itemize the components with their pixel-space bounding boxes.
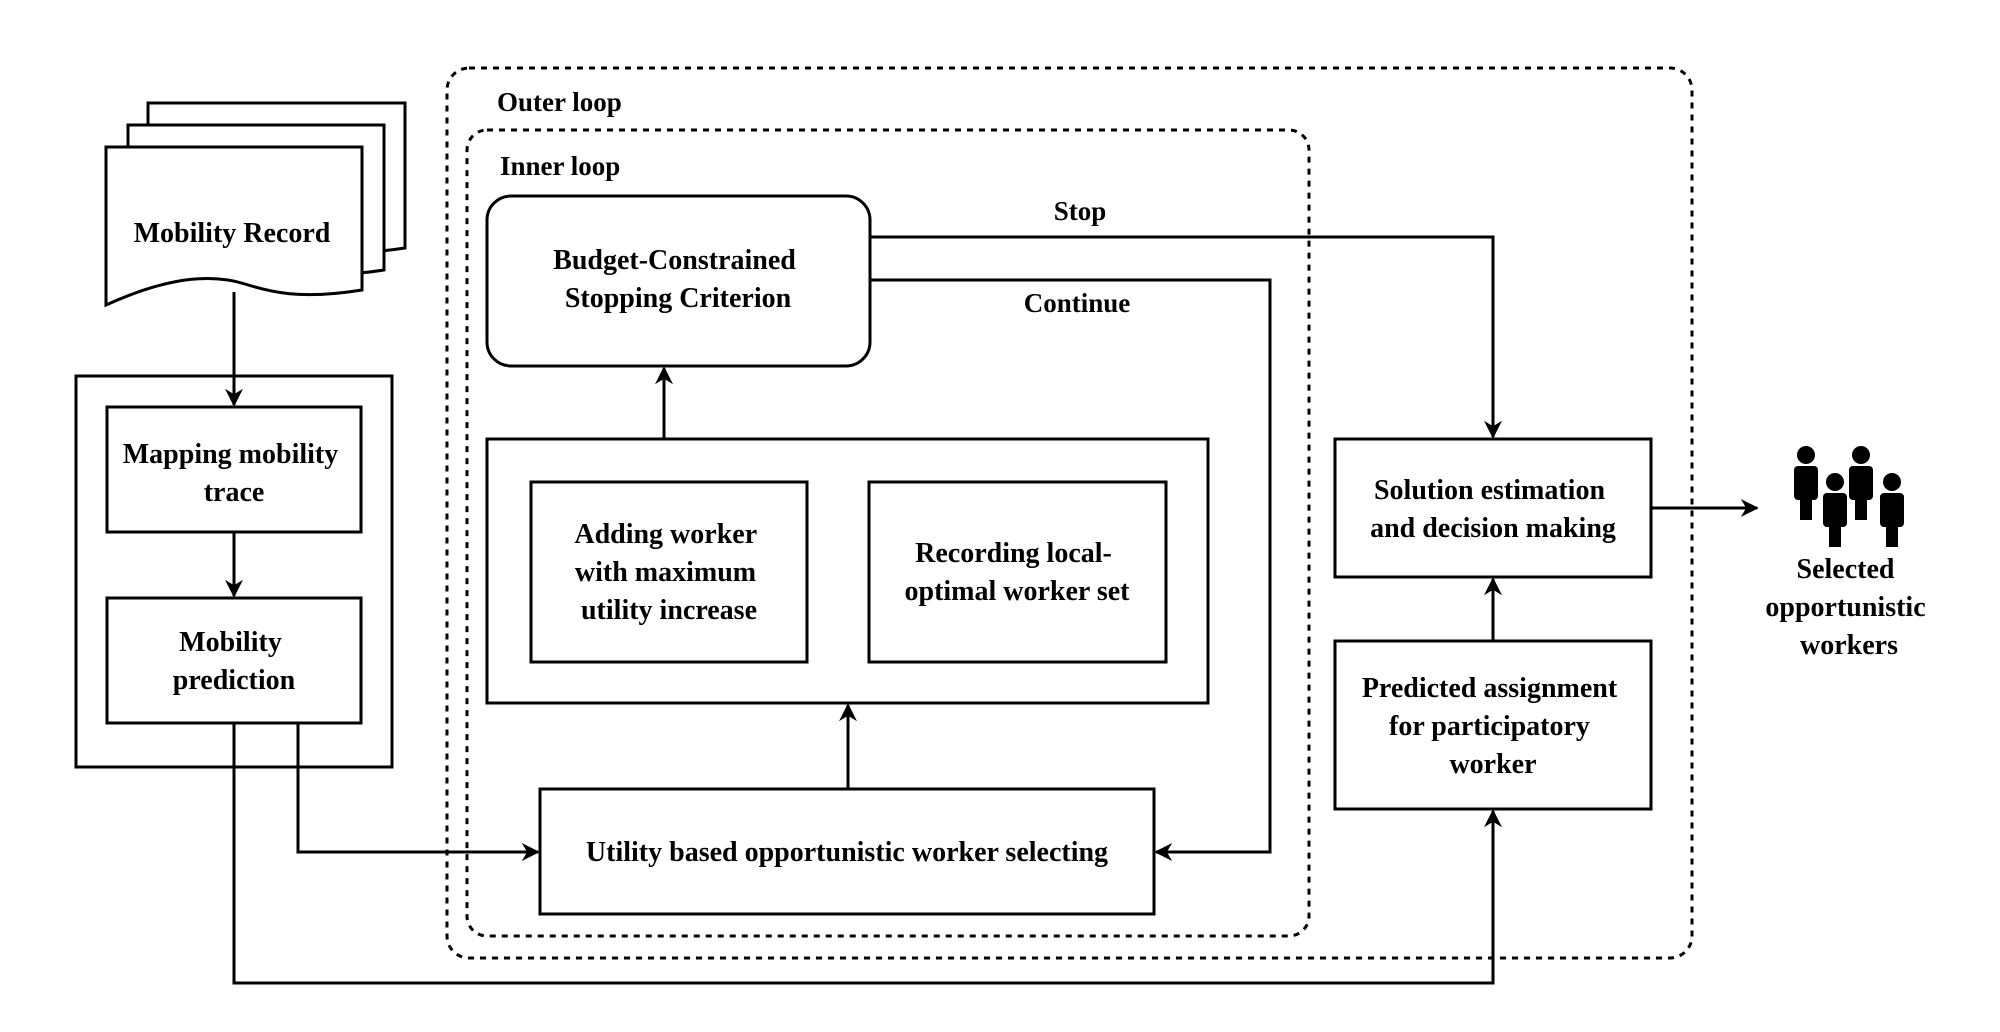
outer-loop-label: Outer loop: [497, 87, 622, 117]
solution-estimation-box: [1333, 437, 1653, 579]
stop-label: Stop: [1054, 196, 1107, 226]
solution-estimation-label: Solution estimation and decision making: [1370, 475, 1616, 544]
stop-arrow: [870, 235, 1502, 439]
recording-set-box: [867, 480, 1168, 664]
utility-selecting-box: [538, 787, 1156, 916]
recording-set-label: Recording local- optimal worker set: [905, 538, 1131, 607]
mobility-record-label: Mobility Record: [134, 218, 331, 249]
mapping-trace-box: [105, 405, 363, 534]
mobility-record-document: Mobility Record: [104, 101, 407, 308]
continue-arrow: [870, 278, 1272, 861]
prediction-to-assignment-arrow: [232, 723, 1502, 985]
outer-loop-region: [445, 66, 1694, 960]
inner-loop-label: Inner loop: [500, 151, 620, 181]
predicted-assignment-label: Predicted assignment for participatory w…: [1362, 673, 1624, 780]
mobility-prediction-label: Mobility prediction: [173, 627, 296, 696]
adding-worker-label: Adding worker with maximum utility incre…: [574, 519, 763, 626]
adding-worker-box: [529, 480, 809, 664]
selected-workers-label: Selected opportunistic workers: [1765, 554, 1932, 661]
mapping-trace-label: Mapping mobility trace: [123, 439, 345, 508]
continue-label: Continue: [1024, 288, 1131, 318]
inner-loop-region: [465, 128, 1311, 938]
stopping-criterion-box: [485, 194, 872, 368]
predicted-assignment-box: [1333, 639, 1653, 811]
utility-selecting-label: Utility based opportunistic worker selec…: [586, 837, 1108, 868]
prediction-to-utility-arrow: [296, 723, 540, 861]
stopping-criterion-label: Budget-Constrained Stopping Criterion: [553, 245, 803, 314]
mobility-prediction-box: [105, 596, 363, 725]
people-group-icon: [1794, 446, 1904, 547]
